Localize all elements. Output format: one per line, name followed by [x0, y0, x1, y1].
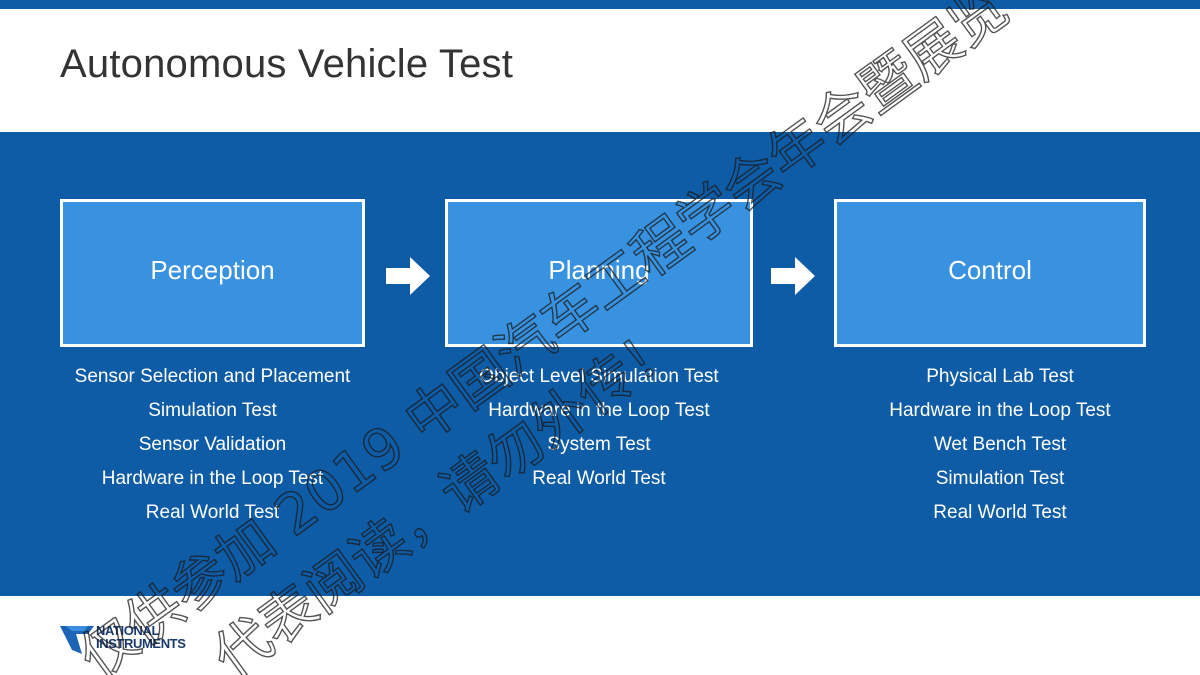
list-item: Physical Lab Test	[926, 366, 1074, 387]
stage-label: Perception	[150, 255, 275, 285]
list-item: Hardware in the Loop Test	[488, 400, 710, 421]
slide-title: Autonomous Vehicle Test	[60, 42, 514, 86]
list-item: Sensor Selection and Placement	[74, 366, 351, 387]
list-item: Hardware in the Loop Test	[101, 468, 324, 489]
arrow-right-icon	[771, 257, 815, 295]
list-item: Real World Test	[145, 502, 280, 523]
stage-box-planning: Planning	[445, 199, 753, 347]
list-item: Simulation Test	[148, 400, 277, 421]
list-item: Real World Test	[532, 468, 666, 489]
list-item: Wet Bench Test	[933, 434, 1067, 455]
arrow-right-icon	[386, 257, 430, 295]
top-accent-bar	[0, 0, 1200, 9]
logo-text: NATIONAL INSTRUMENTS	[96, 624, 186, 650]
logo-text-line: NATIONAL	[96, 623, 159, 638]
stage-label: Control	[948, 255, 1032, 285]
stage-label: Planning	[548, 255, 650, 285]
list-item: Object Level Simulation Test	[479, 366, 719, 387]
list-item: Simulation Test	[935, 468, 1065, 489]
control-test-list: Physical Lab Test Hardware in the Loop T…	[826, 363, 1174, 533]
list-item: Hardware in the Loop Test	[889, 400, 1111, 421]
list-item: Real World Test	[933, 502, 1067, 523]
stage-box-perception: Perception	[60, 199, 365, 347]
planning-test-list: Object Level Simulation Test Hardware in…	[425, 363, 773, 499]
perception-test-list: Sensor Selection and Placement Simulatio…	[40, 363, 385, 533]
stage-box-control: Control	[834, 199, 1146, 347]
list-item: Sensor Validation	[138, 434, 287, 455]
logo-text-line: INSTRUMENTS	[96, 636, 186, 651]
list-item: System Test	[547, 434, 651, 455]
ni-eagle-logo-icon	[60, 626, 94, 654]
